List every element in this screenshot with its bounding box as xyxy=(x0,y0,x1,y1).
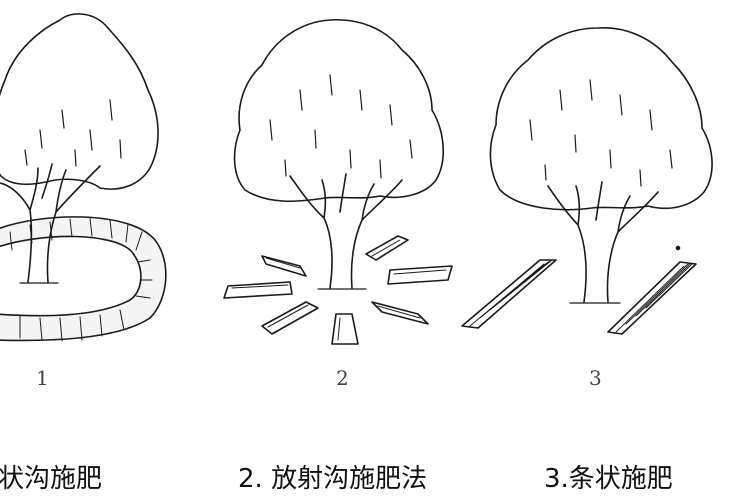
tree-trunk xyxy=(0,163,101,283)
panel-1-number: 1 xyxy=(36,366,49,390)
panel-1-caption: 状沟施肥 xyxy=(0,464,103,494)
tree-trunk xyxy=(289,173,403,289)
ring-trench xyxy=(0,216,167,342)
panel-2-number: 2 xyxy=(336,366,349,390)
strip-trenches xyxy=(461,245,697,335)
panel-3-illustration xyxy=(461,27,713,335)
tree-canopy xyxy=(233,18,445,203)
radial-trenches xyxy=(223,235,453,345)
tree-trunk xyxy=(547,181,659,303)
tree-canopy xyxy=(0,13,159,190)
panel-2-illustration xyxy=(223,18,453,345)
panel-2-caption: 2. 放射沟施肥法 xyxy=(238,464,428,494)
panel-3-number: 3 xyxy=(589,366,602,390)
tree-canopy xyxy=(489,27,713,211)
panel-1-illustration xyxy=(0,13,167,342)
panel-3-caption: 3.条状施肥 xyxy=(544,464,673,494)
